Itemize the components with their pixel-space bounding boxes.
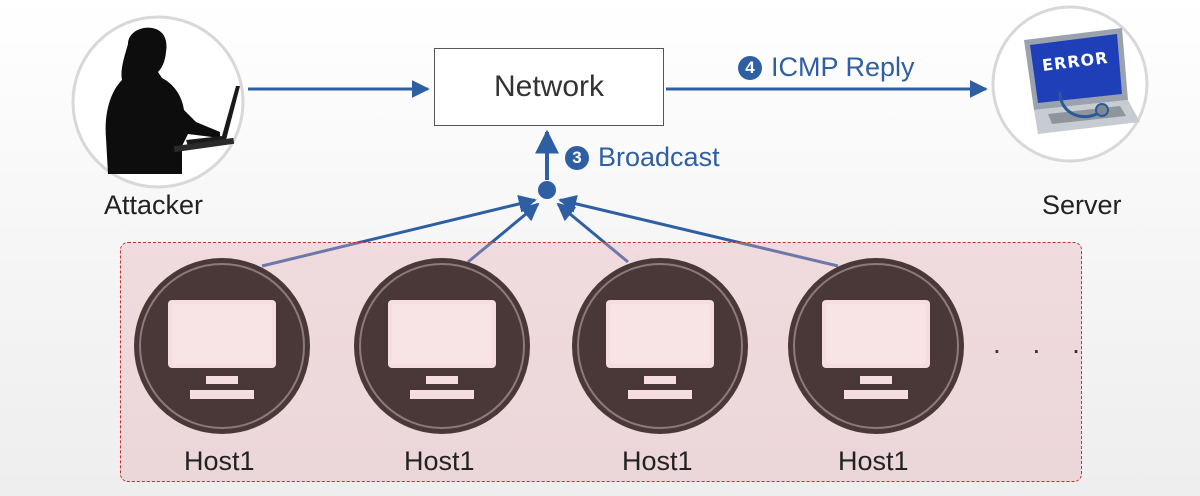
host-node — [352, 256, 532, 436]
host-label: Host1 — [622, 446, 693, 476]
server-node: ERROR — [990, 4, 1150, 164]
broadcast-label: 3 Broadcast — [565, 142, 720, 173]
host-node — [132, 256, 312, 436]
step-4-badge: 4 — [738, 55, 762, 80]
host-node — [786, 256, 966, 436]
junction-dot — [538, 181, 556, 199]
laptop-error-icon — [991, 5, 1149, 163]
host-3-link — [556, 202, 629, 264]
attacker-label: Attacker — [104, 190, 204, 220]
step-3-badge: 3 — [565, 145, 589, 170]
icmp-reply-text: ICMP Reply — [771, 52, 915, 82]
monitor-icon — [354, 258, 530, 434]
network-box: Network — [434, 48, 664, 126]
network-label: Network — [493, 70, 605, 103]
host-node — [570, 256, 750, 436]
broadcast-text: Broadcast — [598, 142, 720, 172]
host-label: Host1 — [184, 446, 255, 476]
server-label: Server — [1042, 190, 1122, 220]
monitor-icon — [788, 258, 964, 434]
attacker-icon — [71, 15, 245, 189]
more-hosts-ellipsis: . . . — [993, 328, 1092, 359]
host-2-link — [467, 202, 540, 264]
host-1-link — [261, 195, 537, 268]
icmp-reply-label: 4 ICMP Reply — [738, 52, 915, 83]
monitor-icon — [134, 258, 310, 434]
host-label: Host1 — [838, 446, 909, 476]
host-4-link — [558, 194, 839, 268]
attacker-node — [70, 14, 246, 190]
monitor-icon — [572, 258, 748, 434]
host-label: Host1 — [404, 446, 475, 476]
